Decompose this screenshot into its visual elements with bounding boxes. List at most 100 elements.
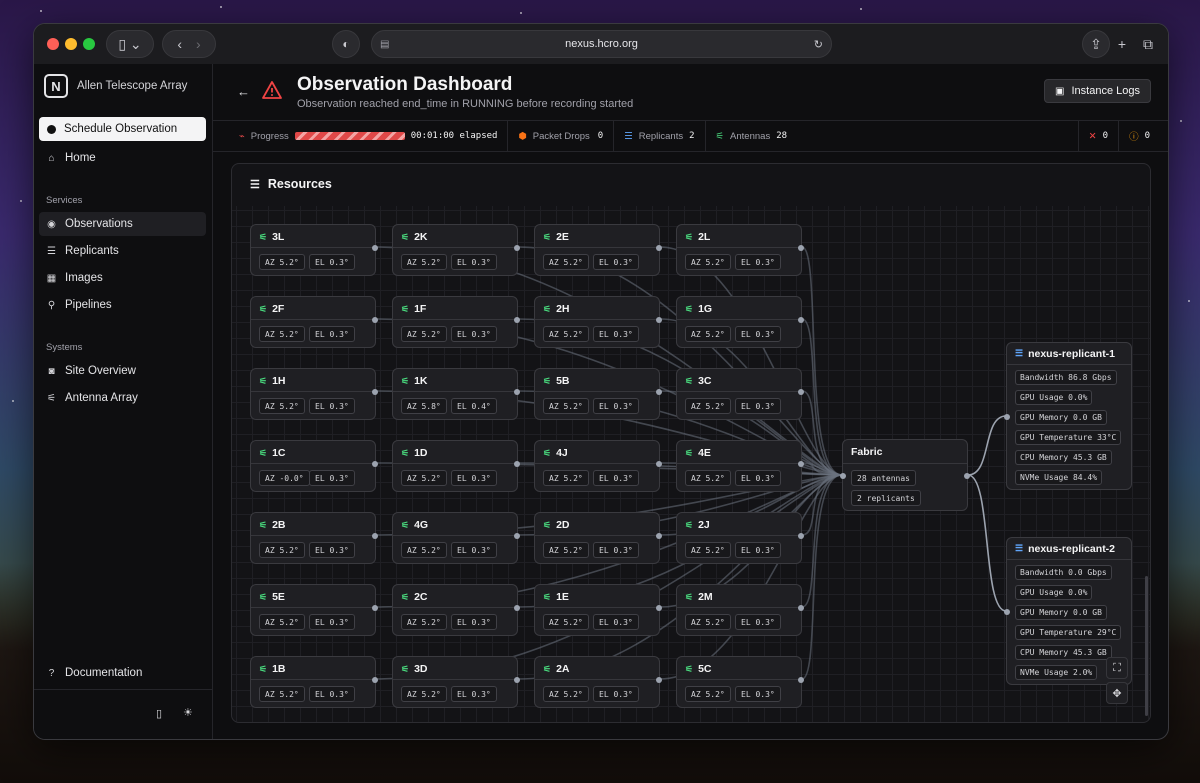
theme-toggle-icon[interactable]: ☀: [183, 707, 193, 719]
output-port[interactable]: [514, 533, 520, 539]
reload-icon[interactable]: ↻: [813, 38, 823, 51]
nav-replicants[interactable]: ☰Replicants: [39, 239, 206, 263]
server-icon: ☰: [47, 245, 56, 257]
nav-site-overview[interactable]: ◙Site Overview: [39, 359, 206, 383]
schedule-observation-button[interactable]: Schedule Observation: [39, 117, 206, 141]
nav-pipelines[interactable]: ⚲Pipelines: [39, 293, 206, 317]
output-port[interactable]: [656, 677, 662, 683]
back-arrow-icon[interactable]: ‹: [177, 36, 182, 52]
collapse-sidebar-icon[interactable]: ▯: [156, 708, 163, 720]
output-port[interactable]: [656, 389, 662, 395]
output-port[interactable]: [372, 461, 378, 467]
extension-button[interactable]: ◐: [332, 30, 360, 58]
nav-home[interactable]: ⌂Home: [39, 146, 206, 170]
back-arrow-icon[interactable]: ←: [237, 84, 250, 99]
output-port[interactable]: [514, 605, 520, 611]
output-port[interactable]: [656, 605, 662, 611]
input-port[interactable]: [1004, 414, 1010, 420]
input-port[interactable]: [1004, 609, 1010, 615]
nav-documentation[interactable]: ?Documentation: [39, 661, 206, 685]
warnings-indicator[interactable]: ⓘ 0: [1119, 121, 1168, 151]
output-port[interactable]: [372, 605, 378, 611]
scrollbar-thumb[interactable]: [1145, 576, 1148, 716]
forward-arrow-icon[interactable]: ›: [196, 36, 201, 52]
output-port[interactable]: [514, 677, 520, 683]
output-port[interactable]: [372, 317, 378, 323]
output-port[interactable]: [798, 245, 804, 251]
output-port[interactable]: [656, 245, 662, 251]
fullscreen-button[interactable]: ⛶: [1106, 657, 1128, 679]
fit-view-button[interactable]: ✥: [1106, 682, 1128, 704]
output-port[interactable]: [798, 677, 804, 683]
close-window-button[interactable]: [47, 38, 59, 50]
output-port[interactable]: [964, 473, 970, 479]
output-port[interactable]: [372, 389, 378, 395]
output-port[interactable]: [656, 461, 662, 467]
tab-overview-button[interactable]: ⧉: [1136, 30, 1160, 58]
output-port[interactable]: [656, 317, 662, 323]
node-divider: [251, 463, 375, 464]
output-port[interactable]: [372, 677, 378, 683]
maximize-window-button[interactable]: [83, 38, 95, 50]
expand-icon: ⛶: [1113, 661, 1121, 674]
output-port[interactable]: [372, 533, 378, 539]
output-port[interactable]: [514, 461, 520, 467]
output-port[interactable]: [514, 245, 520, 251]
share-button[interactable]: ⇪: [1082, 30, 1110, 58]
output-port[interactable]: [798, 389, 804, 395]
output-port[interactable]: [656, 533, 662, 539]
nav-images[interactable]: ▦Images: [39, 266, 206, 290]
nav-observations[interactable]: ◉Observations: [39, 212, 206, 236]
antenna-node-title: ⚟3D: [401, 663, 428, 675]
new-tab-button[interactable]: +: [1110, 30, 1134, 58]
output-port[interactable]: [798, 533, 804, 539]
input-port[interactable]: [840, 473, 846, 479]
address-bar[interactable]: ▤ nexus.hcro.org ↻: [371, 30, 832, 58]
sidebar-toggle-button[interactable]: ▯ ⌄: [106, 30, 154, 58]
nav-antenna-array[interactable]: ⚟Antenna Array: [39, 386, 206, 410]
output-port[interactable]: [372, 245, 378, 251]
minimize-window-button[interactable]: [65, 38, 77, 50]
node-divider: [393, 679, 517, 680]
output-port[interactable]: [514, 317, 520, 323]
app-logo[interactable]: N: [44, 74, 68, 98]
output-port[interactable]: [798, 317, 804, 323]
errors-indicator[interactable]: ✕ 0: [1077, 121, 1120, 151]
instance-logs-button[interactable]: ▣ Instance Logs: [1044, 79, 1151, 103]
output-port[interactable]: [798, 605, 804, 611]
antenna-node-title: ⚟2H: [543, 303, 570, 315]
output-port[interactable]: [514, 389, 520, 395]
fabric-node[interactable]: Fabric 28 antennas 2 replicants: [840, 439, 970, 511]
output-port[interactable]: [798, 461, 804, 467]
history-nav[interactable]: ‹ ›: [162, 30, 216, 58]
